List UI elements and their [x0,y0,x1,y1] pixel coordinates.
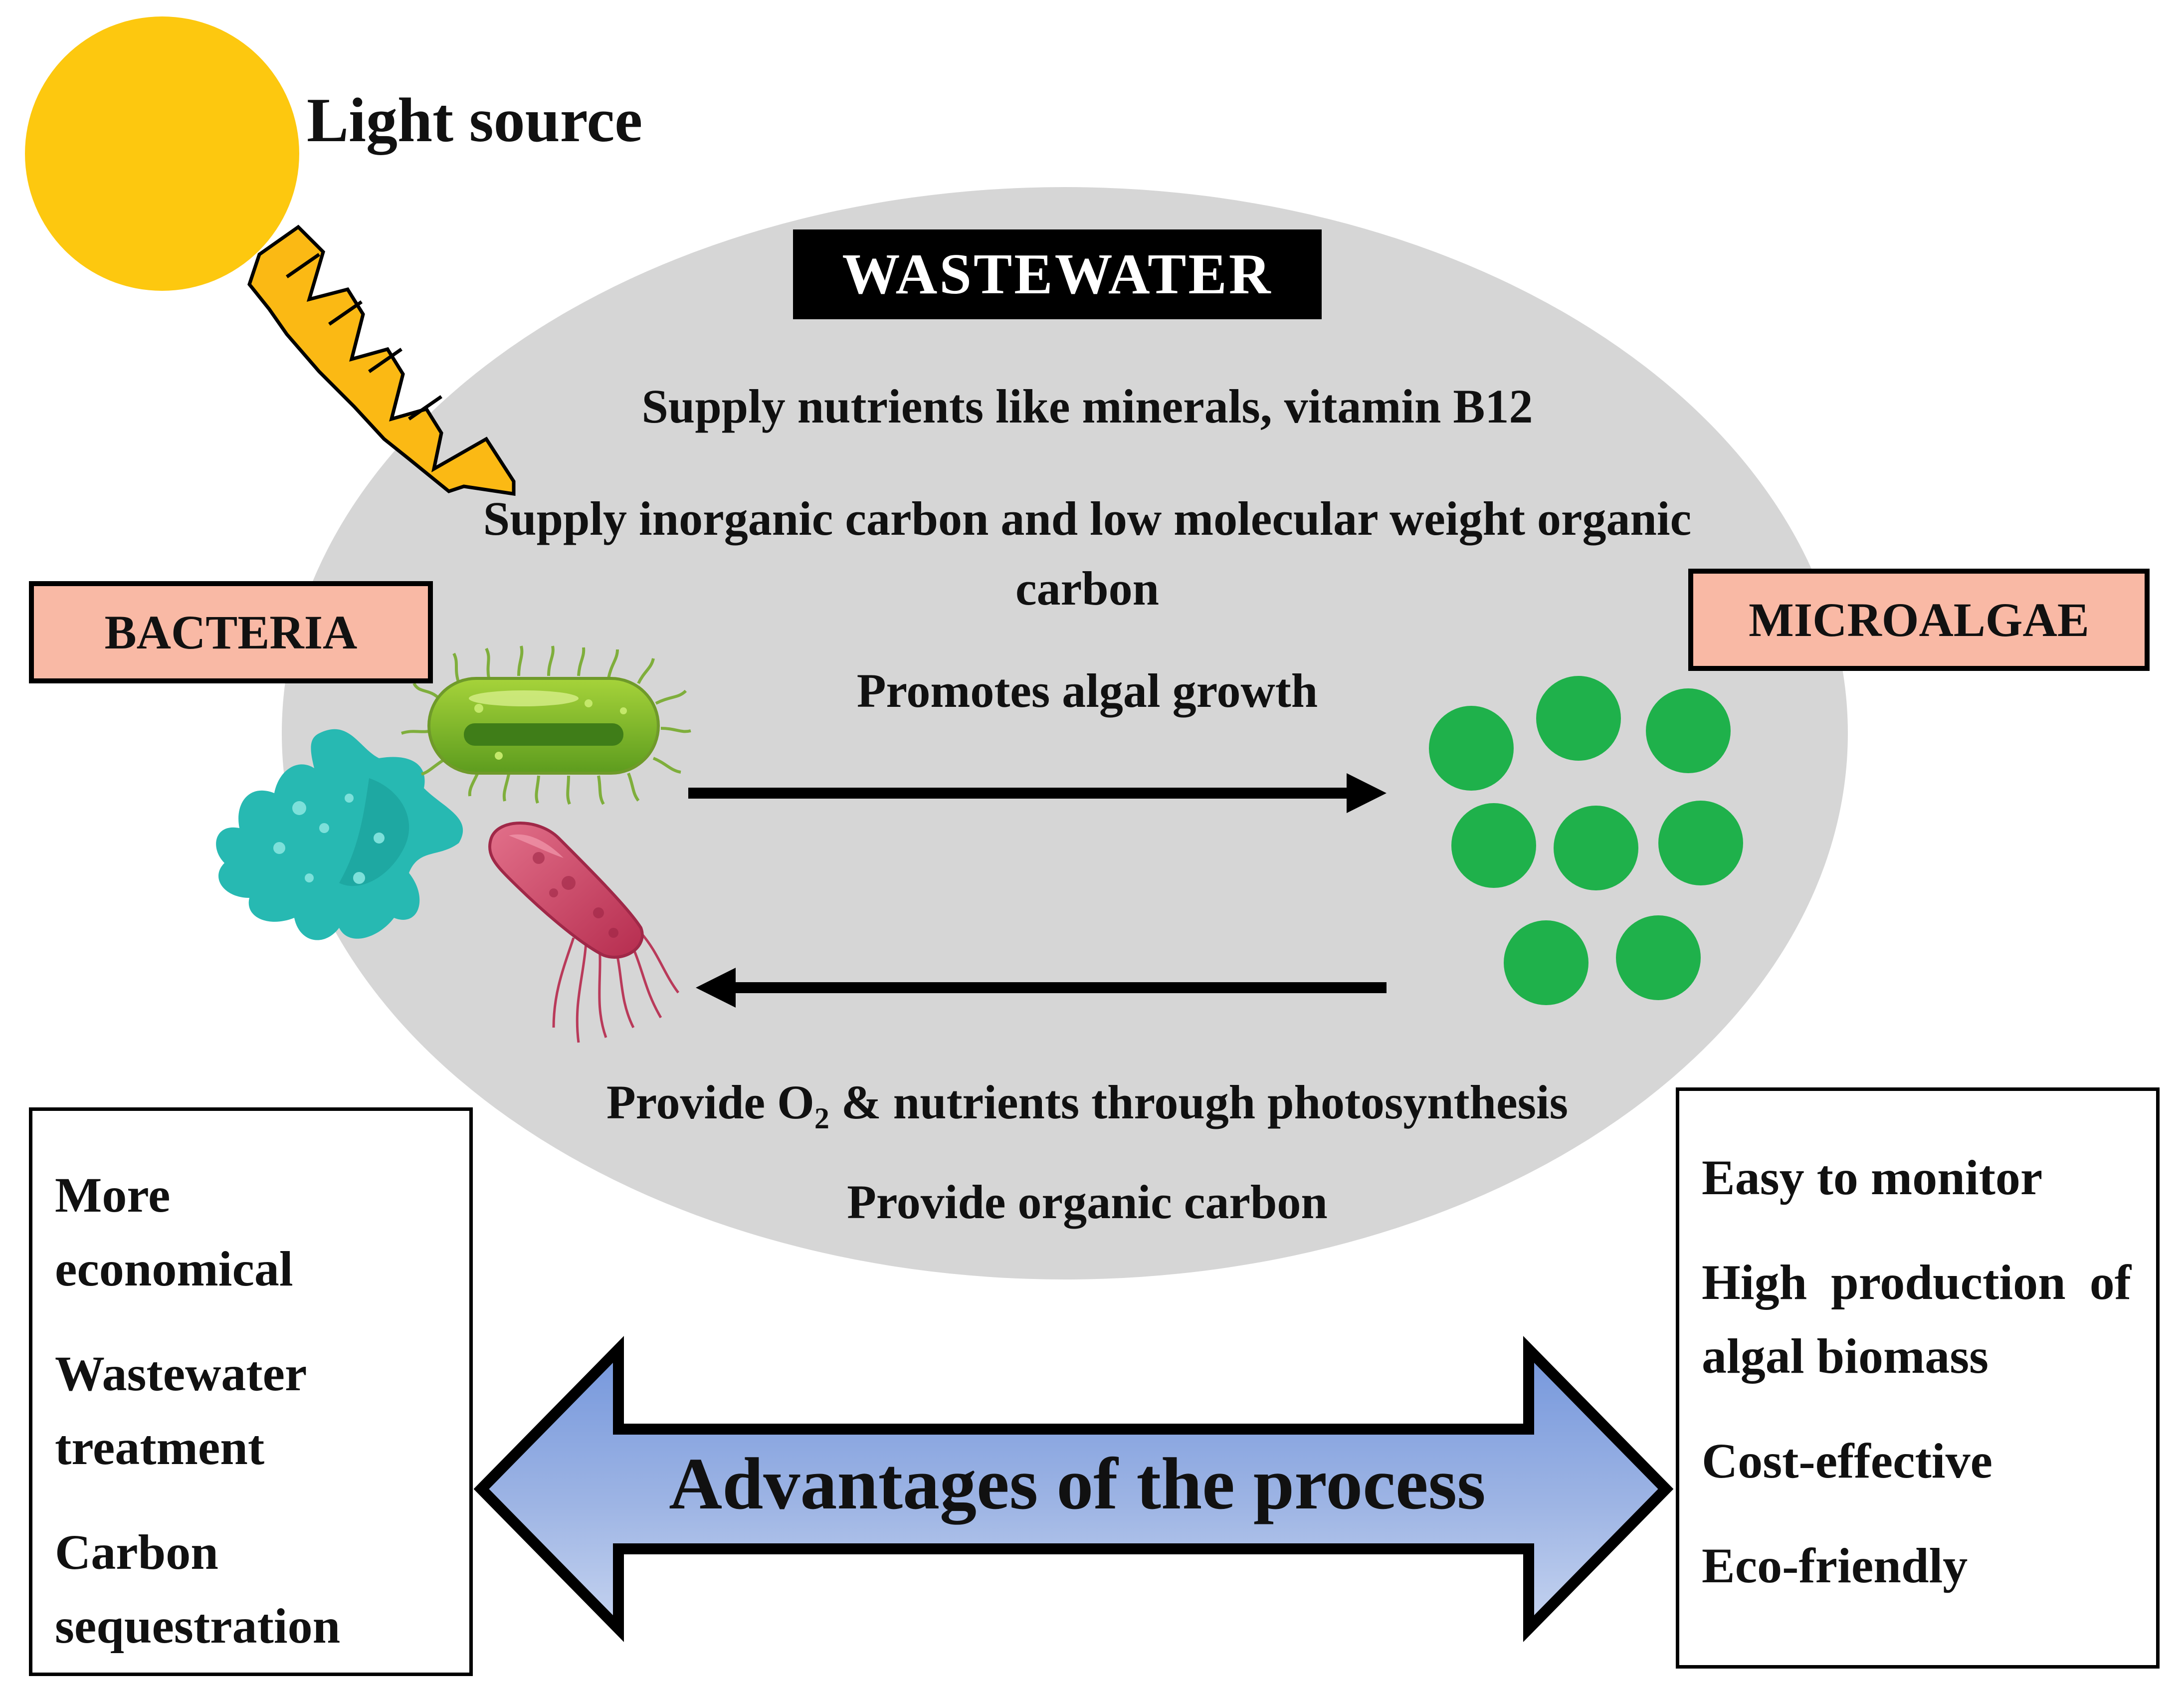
advantage-item: Easy to monitor [1702,1150,2043,1205]
advantages-right-box: Easy to monitor High production of algal… [1676,1087,2160,1669]
light-source-label: Light source [307,86,643,155]
light-arrow [247,224,516,496]
bacteria-to-algae-arrow [688,773,1387,813]
advantage-item: Eco-friendly [1702,1538,1968,1593]
algae-contribution-1-suffix: & nutrients through photosynthesis [829,1075,1569,1129]
microalgae-cell [1429,706,1514,791]
sun-icon [25,16,299,291]
bacteria-contribution-2: Supply inorganic carbon and low molecula… [483,492,1692,615]
advantage-item: Carbon sequestration [55,1524,341,1654]
algae-contribution-1: Provide O2 & nutrients through photosynt… [364,1067,1810,1153]
algae-to-bacteria-arrow [696,968,1387,1008]
microalgae-tag: MICROALGAE [1688,569,2150,671]
microalgae-cell [1554,806,1638,890]
flagellated-bacterium-icon [488,822,680,1043]
algae-contribution-2: Provide organic carbon [847,1175,1328,1229]
microalgae-cell [1451,803,1536,888]
bacteria-contribution-3: Promotes algal growth [856,664,1318,717]
algae-contribution-1-prefix: Provide O [606,1075,814,1129]
advantage-item: More economical [55,1167,293,1296]
microalgae-cell [1646,688,1731,773]
advantage-item: Wastewater treatment [55,1346,306,1475]
microalgae-cells [1429,676,1743,1005]
microalgae-cell [1658,801,1743,885]
advantage-item: Cost-effective [1702,1433,1992,1488]
advantages-title: Advantages of the process [669,1443,1486,1525]
microalgae-cell [1504,920,1588,1005]
wastewater-title: WASTEWATER [793,229,1322,319]
advantage-item: High production of algal biomass [1702,1255,2131,1384]
amoeba-bacterium-icon [216,729,463,940]
o2-subscript: 2 [814,1102,829,1135]
wastewater-ellipse [282,187,1848,1279]
bacteria-contribution-1: Supply nutrients like minerals, vitamin … [641,380,1533,433]
rod-bacterium-icon [401,645,691,805]
microalgae-cell [1616,915,1701,1000]
bacteria-tag: BACTERIA [29,581,433,683]
advantages-left-box: More economical Wastewater treatment Car… [29,1107,473,1676]
advantages-double-arrow [473,1336,1674,1642]
microalgae-cell [1536,676,1621,761]
